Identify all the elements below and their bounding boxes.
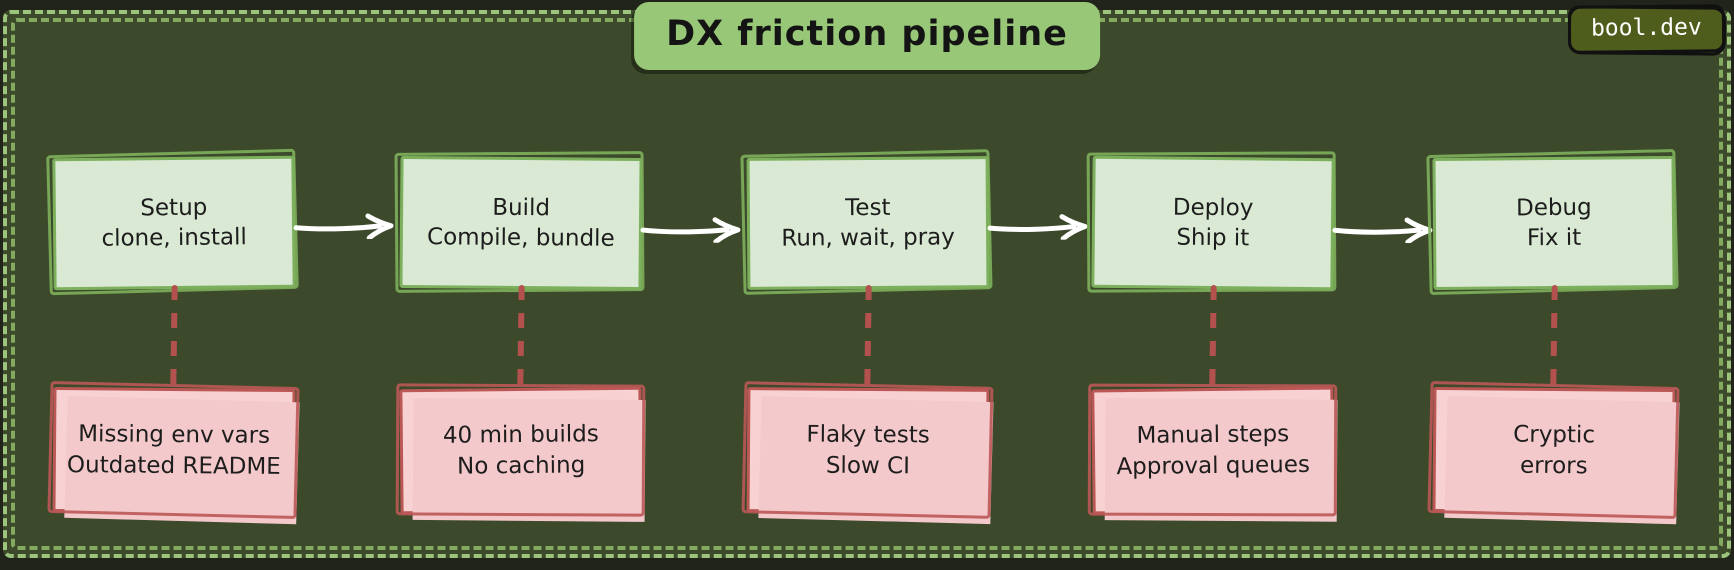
stage-box-build: Build Compile, bundle bbox=[399, 155, 741, 291]
friction-line: Slow CI bbox=[825, 452, 911, 479]
friction-box-build: 40 min builds No caching bbox=[399, 386, 643, 515]
friction-box-test: Flaky tests Slow CI bbox=[746, 387, 990, 514]
stage-box-test: Test Run, wait, pray bbox=[746, 156, 1088, 290]
stage-label: Deploy bbox=[1172, 194, 1254, 222]
pipeline-column-debug: Debug Fix it Cryptic errors bbox=[1432, 0, 1676, 570]
pipeline-column-build: Build Compile, bundle 40 min builds No c… bbox=[399, 0, 741, 570]
friction-box-debug: Cryptic errors bbox=[1432, 386, 1676, 515]
stage-box-setup: Setup clone, install bbox=[52, 155, 394, 291]
brand-badge: bool.dev bbox=[1567, 4, 1726, 54]
stage-label: Debug bbox=[1515, 194, 1592, 221]
stage-label: Test bbox=[845, 194, 891, 221]
pipeline-column-deploy: Deploy Ship it Manual steps Approval que… bbox=[1091, 0, 1433, 570]
friction-line: Manual steps bbox=[1136, 421, 1290, 450]
pipeline-column-setup: Setup clone, install Missing env vars Ou… bbox=[52, 0, 394, 570]
stage-sublabel: Ship it bbox=[1176, 224, 1250, 252]
friction-line: No caching bbox=[456, 451, 586, 480]
stage-label: Build bbox=[492, 194, 551, 221]
stage-sublabel: Run, wait, pray bbox=[781, 224, 955, 252]
friction-line: errors bbox=[1519, 452, 1588, 479]
friction-box-setup: Missing env vars Outdated README bbox=[52, 386, 296, 515]
stage-sublabel: Fix it bbox=[1526, 224, 1582, 252]
diagram-title-text: DX friction pipeline bbox=[666, 14, 1068, 54]
friction-line: Outdated README bbox=[66, 451, 281, 480]
stage-box-debug: Debug Fix it bbox=[1432, 155, 1676, 291]
pipeline-column-test: Test Run, wait, pray Flaky tests Slow CI bbox=[746, 0, 1088, 570]
friction-connector bbox=[170, 284, 178, 388]
friction-box-deploy: Manual steps Approval queues bbox=[1091, 386, 1335, 515]
friction-line: Approval queues bbox=[1116, 451, 1311, 480]
brand-badge-text: bool.dev bbox=[1591, 14, 1703, 42]
friction-line: Missing env vars bbox=[78, 421, 271, 449]
stage-sublabel: clone, install bbox=[101, 224, 247, 252]
friction-line: Cryptic bbox=[1513, 421, 1596, 449]
friction-line: Flaky tests bbox=[806, 421, 930, 449]
friction-line: 40 min builds bbox=[442, 421, 599, 449]
diagram-title: DX friction pipeline bbox=[634, 2, 1100, 70]
friction-connector bbox=[1209, 284, 1217, 388]
stage-sublabel: Compile, bundle bbox=[426, 224, 615, 252]
friction-connector bbox=[517, 284, 525, 388]
stage-label: Setup bbox=[140, 194, 208, 221]
stage-box-deploy: Deploy Ship it bbox=[1091, 155, 1433, 291]
friction-connector bbox=[864, 284, 872, 388]
friction-connector bbox=[1550, 284, 1558, 388]
